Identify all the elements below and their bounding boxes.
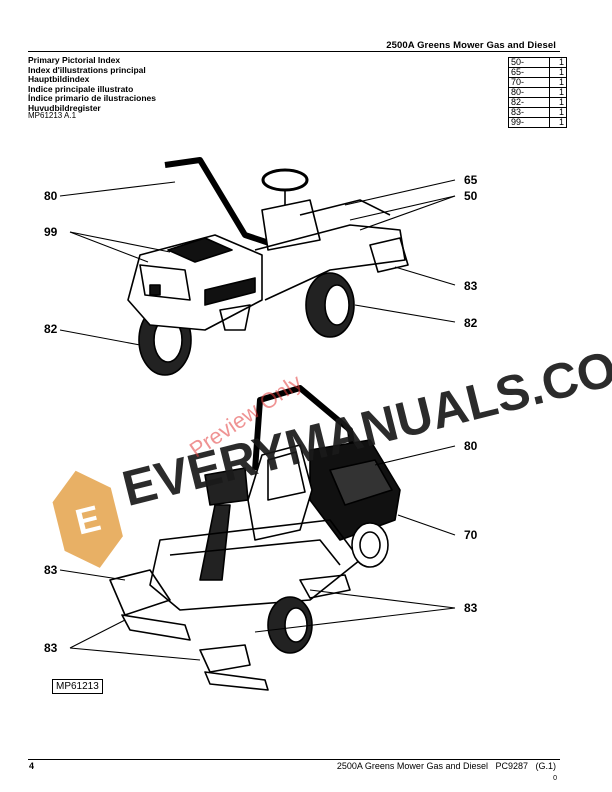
leader-65 [344, 179, 456, 206]
ref-row[interactable]: 99-1 [508, 117, 567, 128]
callout-82-right: 82 [464, 316, 478, 330]
index-title-block: Primary Pictorial Index Index d'illustra… [28, 55, 157, 113]
leader-83-bl-a [69, 619, 126, 649]
leader-83-bl-b [69, 647, 201, 661]
watermark-logo: E [52, 470, 123, 568]
leader-50-a [349, 195, 456, 221]
callout-83-bottom-left: 83 [44, 641, 58, 655]
index-title-en: Primary Pictorial Index [28, 55, 121, 65]
callout-70: 70 [464, 528, 478, 542]
leader-82-right [354, 304, 456, 323]
lower-mower-drawing [109, 385, 401, 691]
reference-table: 50-1 65-1 70-1 80-1 82-1 83-1 99-1 [508, 57, 567, 128]
ref-page: 1 [549, 117, 567, 128]
leader-80-bottom [374, 445, 456, 466]
header-rule [28, 51, 560, 52]
upper-mower-drawing [127, 157, 409, 376]
page-number: 4 [29, 761, 35, 771]
footer-title: 2500A Greens Mower Gas and Diesel PC9287… [336, 761, 556, 771]
callout-83-right: 83 [464, 601, 478, 615]
watermark-brand: EVERYMANUALS.COM [117, 330, 612, 517]
illustration-code: MP61213 A.1 [28, 111, 77, 120]
leader-83-left [59, 569, 126, 581]
callout-83-top: 83 [464, 279, 478, 293]
footer-mark: 0 [553, 775, 557, 782]
callout-82-left: 82 [44, 322, 58, 336]
callout-83-left: 83 [44, 563, 58, 577]
callout-50: 50 [464, 189, 478, 203]
index-title-de: Hauptbildindex [28, 74, 90, 84]
figure-label: MP61213 [52, 679, 103, 694]
index-title-sv: Huvudbildregister [28, 102, 101, 113]
index-title-es: Índice primario de ilustraciones [28, 93, 157, 103]
leader-83-right-b [254, 607, 456, 633]
callout-65: 65 [464, 173, 478, 187]
leader-99-b [69, 231, 171, 253]
callout-80-bottom: 80 [464, 439, 478, 453]
leader-50-b [359, 195, 456, 231]
leader-83-top [394, 266, 456, 286]
callout-80-top: 80 [44, 189, 58, 203]
leader-83-right-a [309, 589, 456, 609]
callout-99: 99 [44, 225, 58, 239]
document-title: 2500A Greens Mower Gas and Diesel [386, 40, 556, 51]
leader-70 [397, 514, 456, 536]
leader-80-top [59, 181, 176, 197]
index-title-fr: Index d'illustrations principal [28, 64, 146, 75]
footer-rule [28, 759, 560, 760]
leader-82-left [59, 329, 141, 346]
index-title-it: Indice principale illustrato [28, 83, 134, 94]
leader-lines [59, 179, 456, 661]
leader-99-a [69, 231, 149, 263]
